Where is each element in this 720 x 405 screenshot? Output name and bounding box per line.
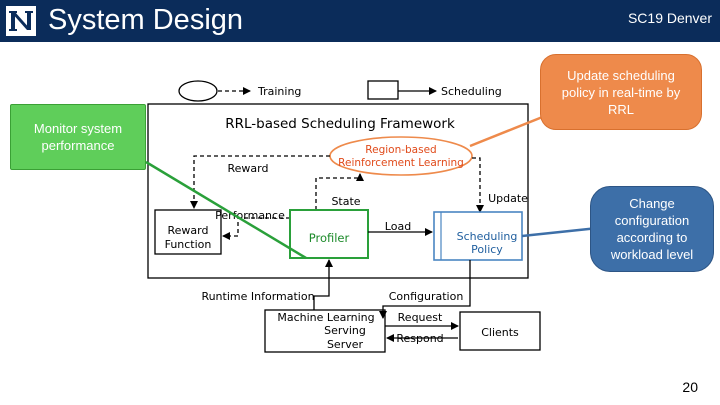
- change-config-connector-line: [521, 226, 599, 238]
- configuration-label: Configuration: [389, 290, 464, 303]
- profiler-label: Profiler: [309, 231, 350, 245]
- training-legend-label: Training: [257, 85, 301, 98]
- scheduling-legend-shape: [367, 80, 399, 100]
- reward-function-node: [154, 209, 222, 255]
- university-n-logo-icon: [4, 4, 38, 38]
- runtime-information-arrow: [313, 259, 333, 310]
- scheduling-policy-label-1: Scheduling: [457, 230, 518, 243]
- update-label: Update: [488, 192, 528, 205]
- update-arrow: [472, 157, 484, 213]
- runtime-information-label: Runtime Information: [201, 290, 314, 303]
- performance-label: Performance: [215, 209, 285, 222]
- update-policy-callout-text: Update scheduling policy in real-time by…: [561, 67, 681, 117]
- monitor-callout: Monitor system performance: [10, 104, 146, 170]
- header-bar: System Design SC19 Denver: [0, 0, 720, 42]
- framework-title: RRL-based Scheduling Framework: [225, 116, 455, 132]
- slide-title: System Design: [48, 4, 244, 36]
- load-label: Load: [385, 220, 411, 233]
- conference-label: SC19 Denver: [627, 10, 712, 26]
- state-arrow: [315, 173, 364, 210]
- performance-arrow: [222, 217, 290, 240]
- state-label: State: [331, 195, 360, 208]
- region-rl-label-1: Region-based: [365, 144, 436, 156]
- monitor-connector-line: [145, 160, 307, 260]
- framework-box: [147, 103, 529, 279]
- update-policy-callout: Update scheduling policy in real-time by…: [540, 54, 702, 130]
- ml-serving-server-node: [264, 309, 386, 353]
- configuration-arrow: [379, 260, 471, 319]
- region-rl-node: [329, 136, 473, 176]
- request-label: Request: [398, 311, 443, 324]
- ml-server-label-3: Server: [327, 338, 364, 351]
- training-legend-shape: [178, 80, 218, 102]
- ml-server-label-2: Serving: [324, 324, 366, 337]
- change-config-callout-text: Change configuration according to worklo…: [610, 196, 694, 262]
- respond-label: Respond: [396, 332, 443, 345]
- reward-label: Reward: [228, 162, 269, 175]
- scheduling-policy-label-2: Policy: [471, 243, 503, 256]
- monitor-callout-text: Monitor system performance: [33, 121, 123, 153]
- profiler-node: [289, 209, 369, 259]
- reward-function-label-2: Function: [165, 238, 212, 251]
- slide-number: 20: [682, 379, 698, 395]
- clients-label: Clients: [481, 326, 519, 339]
- region-rl-label-2: Reinforcement Learning: [338, 157, 464, 169]
- scheduling-legend-label: Scheduling: [441, 85, 502, 98]
- ml-server-label-1: Machine Learning: [277, 311, 374, 324]
- reward-function-label-1: Reward: [168, 224, 209, 237]
- clients-node: [459, 311, 541, 351]
- change-config-callout: Change configuration according to worklo…: [590, 186, 714, 272]
